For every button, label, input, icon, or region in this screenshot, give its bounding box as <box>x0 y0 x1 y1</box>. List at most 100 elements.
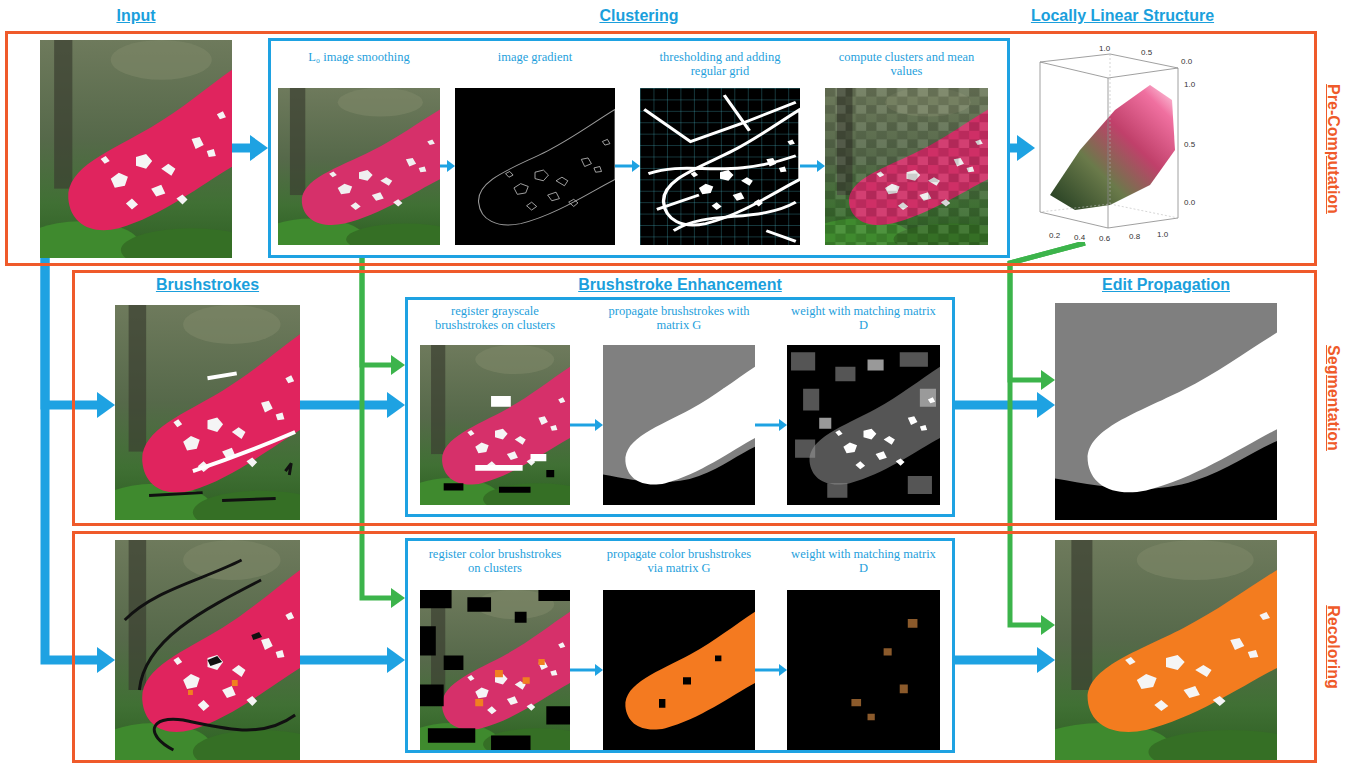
row-label: Segmentation <box>1324 345 1342 451</box>
connector <box>1010 243 1085 635</box>
figure-rect <box>1055 303 1277 520</box>
image-panel <box>115 540 300 760</box>
weight-map <box>787 345 940 505</box>
input-photo <box>20 40 263 272</box>
figure-path <box>475 659 544 706</box>
stage-box: Brushstroke Enhancementregister grayscal… <box>405 297 955 517</box>
step-caption: thresholding and adding regular grid <box>642 50 798 79</box>
connector <box>440 160 455 172</box>
step-panel: register color brushstrokes on clusters <box>420 545 570 750</box>
connector-line <box>362 258 392 598</box>
figure-use <box>625 367 755 485</box>
connector <box>755 419 787 431</box>
figure-use <box>809 367 940 485</box>
figure-use <box>302 109 440 225</box>
figure-path <box>659 655 721 707</box>
figure-rect <box>455 88 615 245</box>
step-caption: compute clusters and mean values <box>827 50 986 79</box>
step-panel: register grayscale brushstrokes on clust… <box>420 302 570 505</box>
connector <box>570 419 603 431</box>
axis-tick: 0.0 <box>1183 198 1196 207</box>
arrow-head <box>1037 392 1055 418</box>
connector <box>1010 135 1035 161</box>
figure-use <box>101 111 226 209</box>
smoothed-photo <box>261 88 466 255</box>
axis-tick: 1.0 <box>1156 230 1169 239</box>
propagated-mask <box>603 345 755 505</box>
step-caption: register color brushstrokes on clusters <box>422 547 568 576</box>
figure-use <box>467 642 565 714</box>
brushstroke-photo <box>96 305 330 534</box>
section-heading: Locally Linear Structure <box>1031 6 1214 26</box>
connector <box>570 664 603 676</box>
connector-line <box>300 656 388 665</box>
connector-line <box>1010 144 1018 153</box>
connector <box>362 258 405 608</box>
arrow-head <box>595 419 603 431</box>
figure-use <box>1125 612 1270 711</box>
scatter-plot <box>1040 54 1178 228</box>
connector <box>362 258 405 375</box>
figure-rect <box>787 345 940 505</box>
arrow-head <box>391 355 405 375</box>
arrow-head <box>250 135 268 161</box>
figure-rect <box>787 590 940 750</box>
color-brushstroke-photo <box>96 540 330 766</box>
figure-path <box>1040 54 1178 218</box>
figure-use <box>442 367 570 485</box>
figure-path <box>851 619 917 720</box>
figure-use <box>1088 570 1277 732</box>
step-panel: propagate brushstrokes with matrix G <box>603 302 755 505</box>
arrow-head <box>779 419 787 431</box>
section-heading: Brushstroke Enhancement <box>578 275 782 295</box>
step-panel: L₀ image smoothing <box>278 48 440 246</box>
figure-use <box>479 109 615 225</box>
arrow-head <box>1037 647 1055 673</box>
section-heading: Brushstrokes <box>156 275 259 295</box>
figure-path <box>1040 54 1178 228</box>
arrow-head <box>779 664 787 676</box>
connector-line <box>570 669 596 672</box>
step-caption: propagate brushstrokes with matrix G <box>605 304 753 333</box>
step-caption: weight with matching matrix D <box>789 304 938 333</box>
figure-use <box>625 612 755 730</box>
connector <box>300 392 405 418</box>
connector-line <box>440 165 448 168</box>
figure-use <box>96 305 330 534</box>
row-band: SegmentationBrushstrokesBrushstroke Enha… <box>72 270 1317 526</box>
registered-strokes <box>404 345 593 515</box>
recolor-result <box>1032 540 1312 766</box>
figure-use <box>329 139 435 210</box>
connector-line <box>300 401 388 410</box>
propagated-color <box>603 590 755 750</box>
figure-path <box>420 590 570 750</box>
figure-use <box>404 345 593 515</box>
figure-rect <box>640 88 800 245</box>
step-caption: register grayscale brushstrokes on clust… <box>422 304 568 333</box>
connector <box>300 647 405 673</box>
axis-tick: 1.0 <box>1183 80 1196 89</box>
arrow-head <box>447 160 455 172</box>
figure-use <box>173 612 294 711</box>
image-panel: Brushstrokes <box>115 305 300 520</box>
step-panel: weight with matching matrix D <box>787 302 940 505</box>
axis-tick: 0.0 <box>1180 57 1193 66</box>
figure-use <box>1088 333 1277 493</box>
figure-rect <box>640 88 800 245</box>
connector <box>800 160 825 172</box>
step-panel: weight with matching matrix D <box>787 545 940 750</box>
figure-rect <box>603 345 755 505</box>
row-band: Pre-ComputationInputClusteringL₀ image s… <box>5 31 1317 266</box>
image-panel: Edit Propagation <box>1055 303 1277 520</box>
connector-line <box>615 165 633 168</box>
axis-tick: 0.8 <box>1128 232 1141 241</box>
axis-tick: 0.6 <box>1098 234 1111 243</box>
figure-use <box>808 88 1014 255</box>
axis-tick: 0.5 <box>1183 140 1196 149</box>
figure-use <box>142 570 300 732</box>
connector-line <box>955 656 1038 665</box>
connector <box>955 392 1055 418</box>
connector-line <box>755 669 780 672</box>
section-heading: Input <box>116 6 155 26</box>
